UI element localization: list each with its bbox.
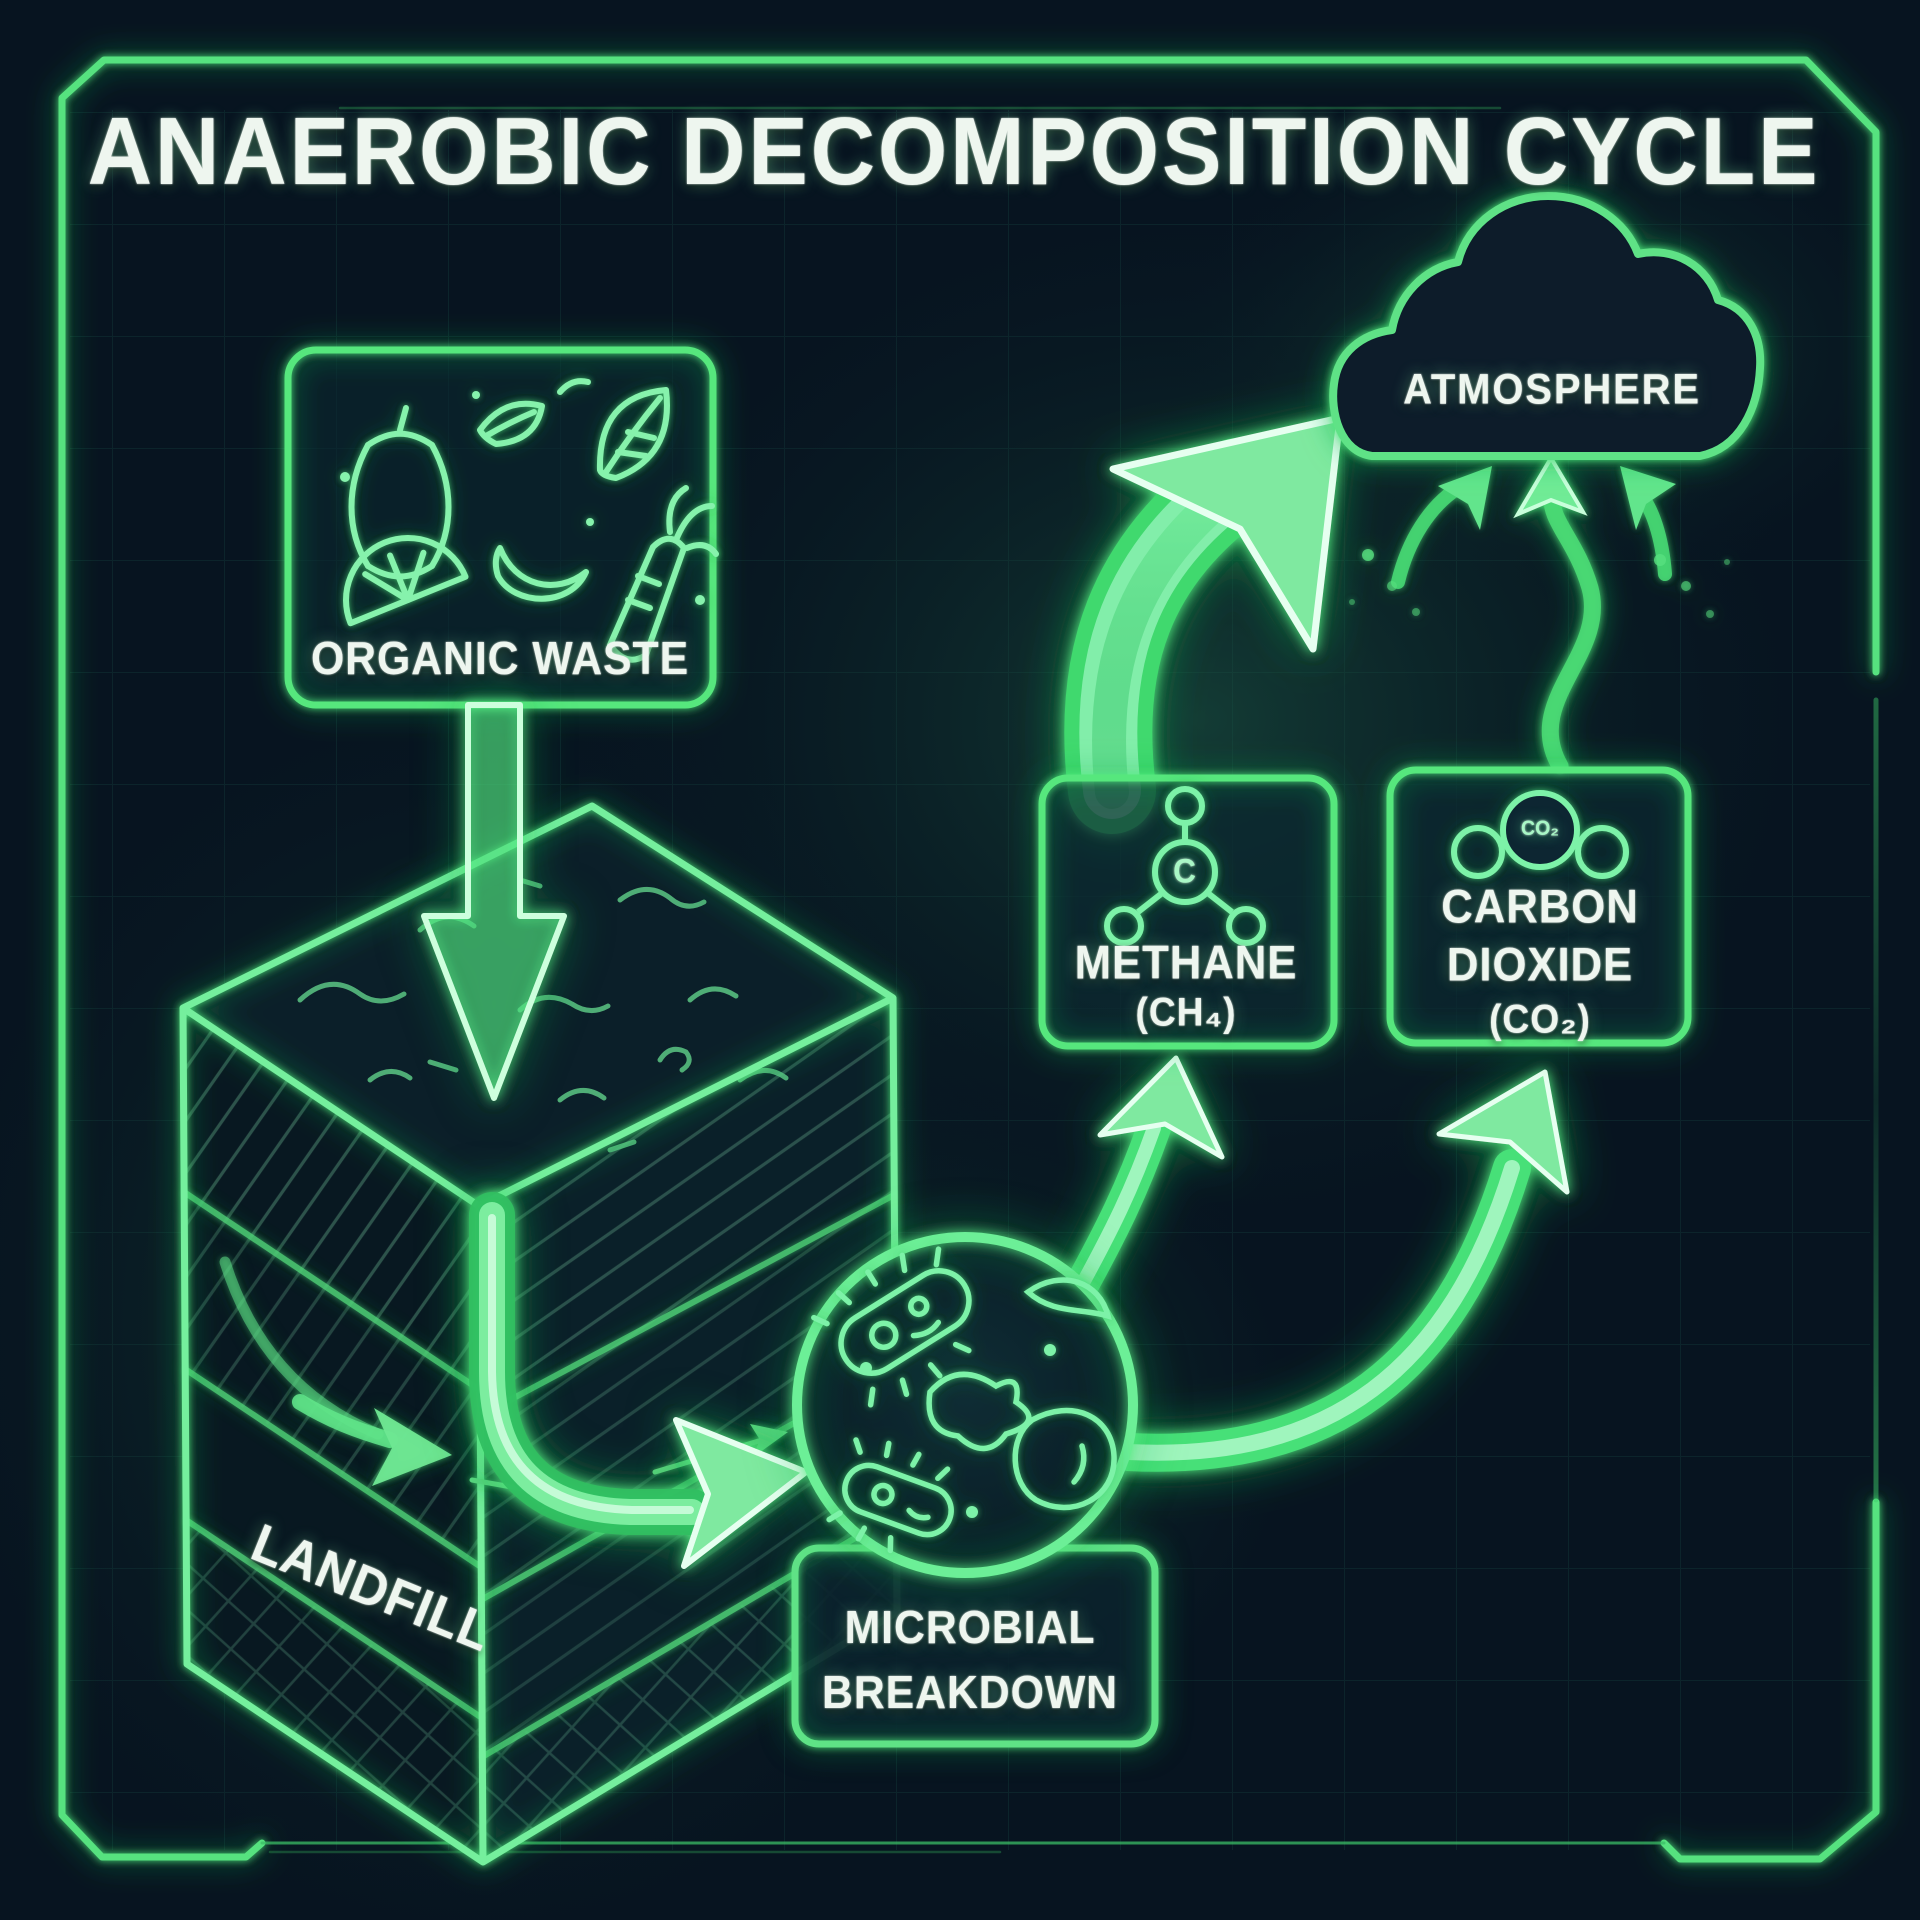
arrow-organicwaste-to-landfill <box>421 702 567 1101</box>
microbial-label-line2: BREAKDOWN <box>822 1666 1118 1718</box>
speck-dots <box>340 391 705 605</box>
carrot-icon <box>607 485 719 663</box>
co2-label-line1: CARBON <box>1441 879 1639 933</box>
sprout-icon <box>557 378 591 395</box>
banana-icon <box>492 545 589 602</box>
organic-waste-icons <box>340 378 719 663</box>
carbon-dioxide-box <box>1386 766 1692 1047</box>
co2-label-line2: DIOXIDE <box>1446 937 1634 991</box>
atmosphere-emission-arrows <box>1349 466 1730 618</box>
co2-formula: (CO₂) <box>1489 997 1591 1042</box>
microbial-breakdown-circle <box>792 1232 1138 1578</box>
bacterium-rod-icon <box>811 1246 972 1408</box>
organic-waste-box <box>284 346 719 709</box>
arrow-landfill-to-microbial <box>469 1192 809 1569</box>
methane-label: METHANE <box>1074 935 1298 989</box>
leaf-icon <box>477 400 545 447</box>
bacterium-rod2-icon <box>826 1437 954 1554</box>
gas-particles <box>1349 549 1730 618</box>
methane-formula: (CH₄) <box>1135 990 1237 1035</box>
bacteria-icons <box>811 1246 1117 1554</box>
methane-box <box>1038 774 1338 1050</box>
organic-waste-label: ORGANIC WASTE <box>310 632 690 684</box>
bacterium-curved-icon <box>1023 1277 1112 1321</box>
atmosphere-label: ATMOSPHERE <box>1403 365 1701 414</box>
methane-molecule-symbol: C <box>1173 852 1197 891</box>
arrow-co2-to-atmosphere <box>1513 454 1601 775</box>
arrow-microbial-to-methane <box>1061 1055 1225 1309</box>
bacterium-bean-icon <box>1012 1407 1117 1511</box>
microbial-label-line1: MICROBIAL <box>844 1601 1096 1653</box>
co2-molecule-symbol: CO₂ <box>1521 817 1559 840</box>
methane-molecule-icon <box>1104 786 1266 946</box>
big-leaf-icon <box>596 387 670 481</box>
arrow-microbial-to-co2 <box>1109 1069 1570 1472</box>
microbe-dots <box>860 1344 1056 1518</box>
page-title: ANAEROBIC DECOMPOSITION CYCLE <box>87 98 1821 205</box>
atmosphere-cloud <box>1329 192 1765 460</box>
arrow-methane-to-atmosphere <box>1064 414 1344 834</box>
orange-slice-icon <box>343 535 469 627</box>
co2-molecule-icon <box>1451 790 1629 879</box>
